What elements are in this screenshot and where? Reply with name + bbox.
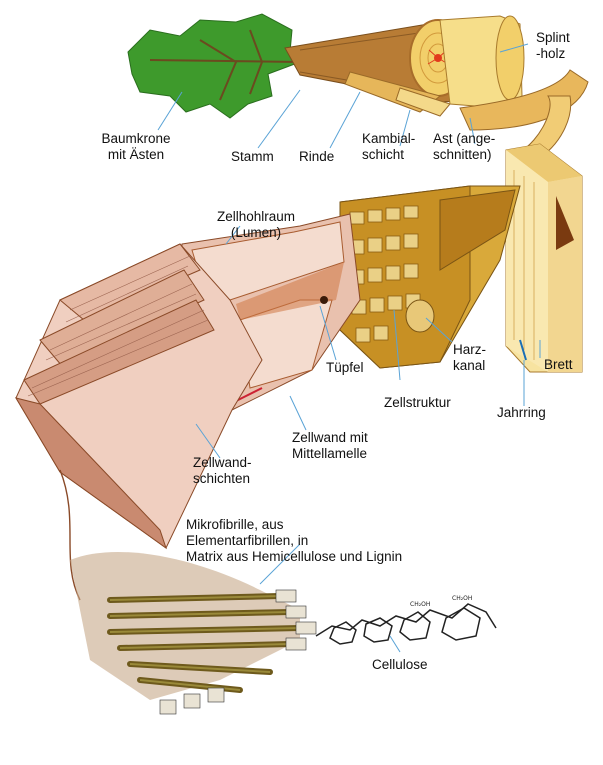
label-zellhohlraum: Zellhohlraum (Lumen) <box>216 209 296 240</box>
label-splintholz: Splint -holz <box>536 30 570 61</box>
label-tuepfel: Tüpfel <box>326 360 364 375</box>
label-zellwand-mittellamelle: Zellwand mit Mittellamelle <box>292 430 368 461</box>
tree-crown <box>127 13 301 119</box>
cell-structure-block <box>339 185 521 369</box>
svg-text:CH₂OH: CH₂OH <box>452 595 472 602</box>
cell-wall-layers <box>14 243 263 601</box>
label-mikrofibrille: Mikrofibrille, aus Elementarfibrillen, i… <box>186 517 403 564</box>
board <box>505 143 583 373</box>
cellulose-molecule: CH₂OH CH₂OH <box>315 595 497 645</box>
label-zellstruktur: Zellstruktur <box>384 395 451 410</box>
svg-text:CH₂OH: CH₂OH <box>410 601 430 608</box>
label-stamm: Stamm <box>231 149 274 164</box>
trunk <box>284 19 479 117</box>
splintwood-section <box>439 15 525 109</box>
label-kambialschicht: Kambial- schicht <box>362 131 416 162</box>
label-brett: Brett <box>544 357 573 372</box>
label-baumkrone: Baumkrone mit Ästen <box>101 131 171 162</box>
label-ast: Ast (ange- schnitten) <box>433 131 496 162</box>
label-harzkanal: Harz- kanal <box>453 342 486 373</box>
microfibril-bundle <box>70 551 317 715</box>
leader-lines <box>157 43 541 653</box>
label-jahrring: Jahrring <box>497 405 546 420</box>
label-cellulose: Cellulose <box>372 657 428 672</box>
label-zellwandschichten: Zellwand- schichten <box>193 455 252 486</box>
label-rinde: Rinde <box>299 149 335 164</box>
